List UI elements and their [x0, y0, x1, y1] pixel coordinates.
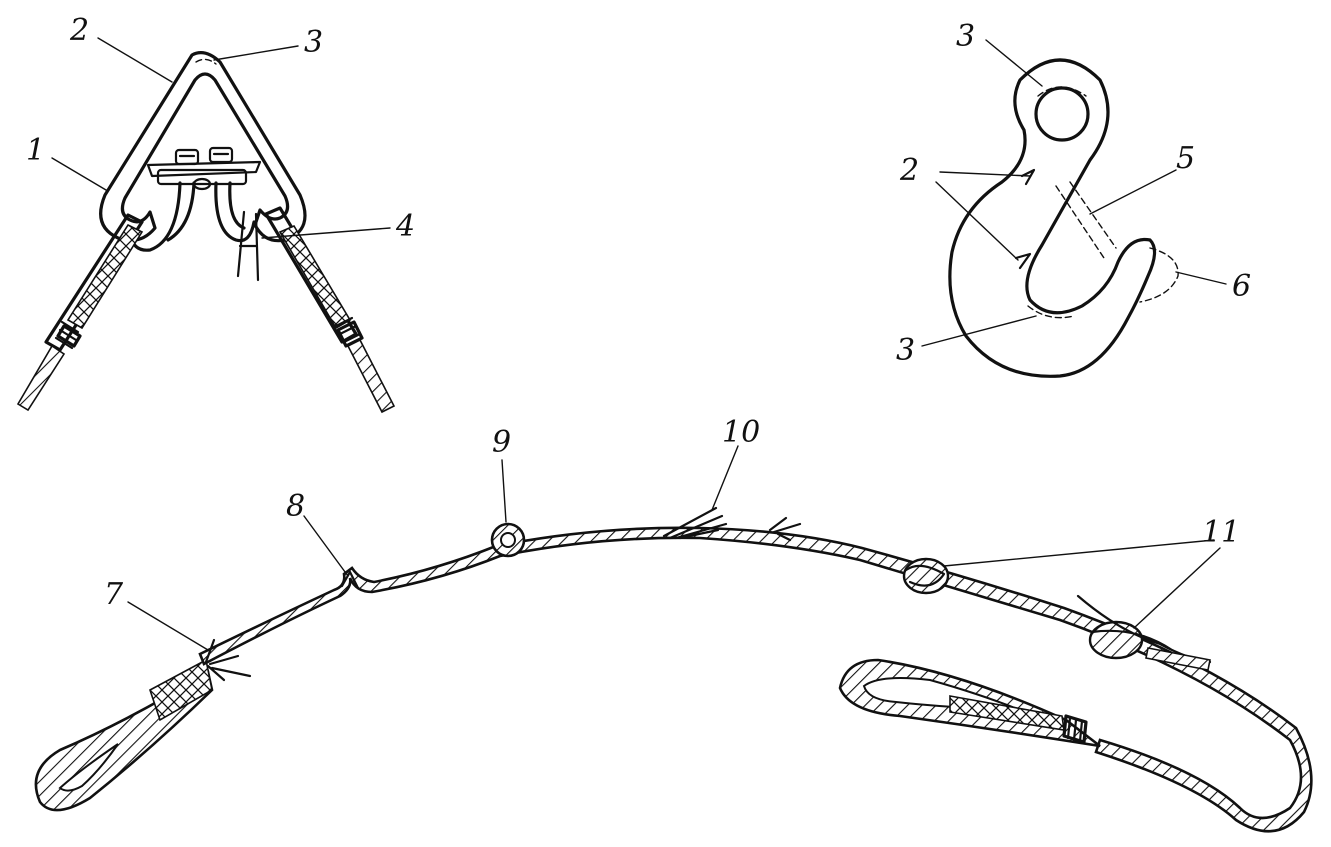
right-sling-leg [264, 206, 396, 414]
label-11: 11 [1202, 515, 1240, 550]
label-3-hook-top: 3 [956, 19, 975, 54]
label-7: 7 [104, 577, 124, 612]
rope-sling: 7 8 9 10 11 [34, 415, 1313, 833]
label-3-hook-bottom: 3 [896, 333, 915, 368]
broken-wires-10 [662, 506, 802, 542]
label-5: 5 [1176, 141, 1195, 176]
hook-crack-lower [1014, 252, 1032, 270]
hook-crack-upper [1020, 168, 1036, 186]
label-10: 10 [722, 415, 760, 450]
triangle-link-ring [99, 51, 307, 243]
label-3-shackle: 3 [304, 25, 323, 60]
cracked-shackle-part [236, 210, 260, 282]
hook-deformed-shank [1055, 181, 1117, 259]
label-8: 8 [286, 489, 305, 524]
lifting-hook: 3 2 5 6 3 [896, 19, 1251, 378]
label-1: 1 [26, 133, 45, 168]
u-bolt-right [214, 181, 256, 243]
knot-11-second [1076, 594, 1212, 671]
label-2-shackle: 2 [69, 13, 89, 48]
hook-deformed-tip [1139, 247, 1179, 303]
hook-wear-throat [1027, 305, 1075, 319]
clamp-plate [146, 146, 262, 191]
knot-11-first [902, 557, 950, 595]
triangle-link-wear-mark [195, 58, 217, 65]
broken-strand-7 [204, 638, 252, 682]
left-sling-leg [16, 213, 144, 412]
main-rope [198, 526, 1313, 833]
hook-eye [1034, 86, 1090, 142]
hook-body [948, 58, 1157, 378]
label-2-hook: 2 [899, 153, 919, 188]
triangle-link-assembly: 1 2 3 4 [16, 13, 415, 414]
label-9: 9 [492, 425, 511, 460]
label-4: 4 [395, 209, 415, 244]
kink-8 [340, 570, 360, 590]
label-6: 6 [1232, 269, 1251, 304]
